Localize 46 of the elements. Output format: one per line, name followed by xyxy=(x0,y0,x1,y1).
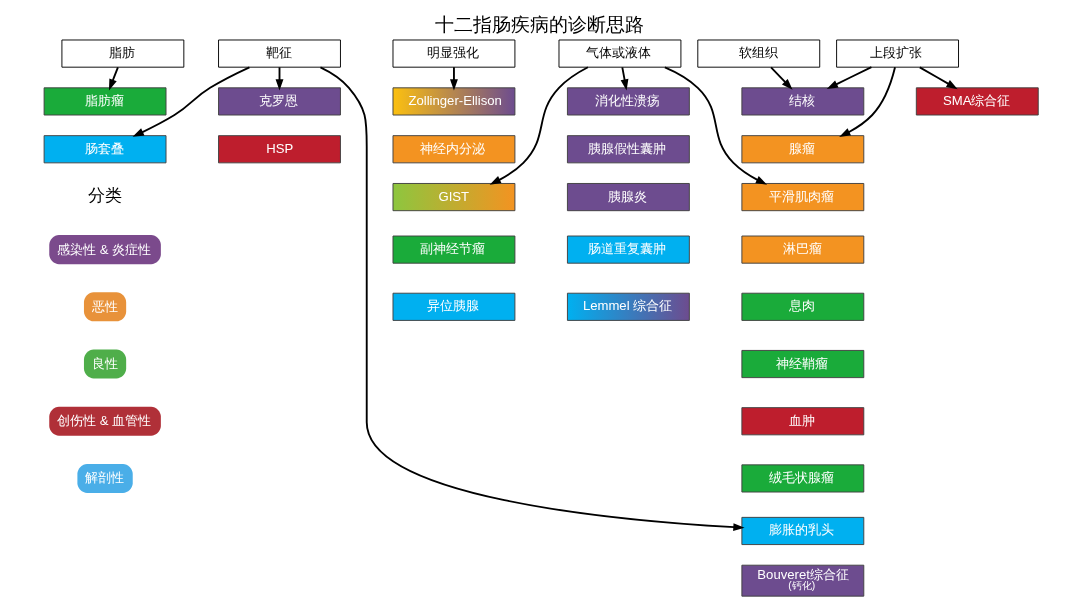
arrow xyxy=(826,66,873,89)
node-box: 软组织 xyxy=(697,39,821,68)
node-box: 克罗恩 xyxy=(218,87,341,116)
node-box: 腺瘤 xyxy=(741,135,865,164)
node-box: 消化性溃疡 xyxy=(566,87,690,116)
node-box: 膨胀的乳头 xyxy=(741,516,865,546)
arrow xyxy=(663,66,768,185)
arrow xyxy=(450,66,458,91)
node-box: 神经内分泌 xyxy=(392,135,516,164)
node-box: Lemmel 综合征 xyxy=(566,292,690,321)
node-box: SMA综合征 xyxy=(915,87,1039,116)
node-box: GIST xyxy=(392,183,516,212)
node-box: 上段扩张 xyxy=(836,39,959,68)
legend-label: 创伤性 & 血管性 xyxy=(57,413,152,429)
node-box: HSP xyxy=(218,135,341,164)
node-box: 气体或液体 xyxy=(558,39,682,68)
node-box: 脂肪 xyxy=(61,39,185,68)
node-box: 副神经节瘤 xyxy=(392,235,516,264)
node-box: 结核 xyxy=(741,87,865,116)
node-box: 血肿 xyxy=(741,407,865,436)
legend-label: 感染性 & 炎症性 xyxy=(57,241,152,257)
node-box: Bouveret综合征 (钙化) xyxy=(741,564,865,597)
legend-label: 良性 xyxy=(91,355,118,371)
node-box: 淋巴瘤 xyxy=(741,235,865,264)
node-box: 胰腺炎 xyxy=(566,183,690,212)
node-box: 明显强化 xyxy=(392,39,516,68)
node-box: 神经鞘瘤 xyxy=(741,349,865,379)
node-box: Zollinger-Ellison xyxy=(392,87,516,116)
arrow xyxy=(620,66,629,91)
legend-label: 恶性 xyxy=(91,298,118,314)
node-box: 绒毛状腺瘤 xyxy=(741,464,865,493)
arrow xyxy=(839,66,896,137)
node-box: 异位胰腺 xyxy=(392,292,516,321)
node-box: 息肉 xyxy=(741,292,865,321)
arrow xyxy=(319,66,745,532)
node-box: 平滑肌肉瘤 xyxy=(741,183,865,212)
diagram-title: 十二指肠疾病的诊断思路 xyxy=(435,13,645,35)
node-box: 肠道重复囊肿 xyxy=(566,235,690,264)
node-box: 脂肪瘤 xyxy=(43,87,167,116)
label: 分类 xyxy=(88,186,123,206)
node-box: 肠套叠 xyxy=(43,135,167,164)
node-box: 靶征 xyxy=(218,39,341,68)
legend-label: 解剖性 xyxy=(85,470,125,486)
arrow xyxy=(770,66,793,90)
arrow xyxy=(108,66,119,91)
node-box: 胰腺假性囊肿 xyxy=(566,135,690,164)
